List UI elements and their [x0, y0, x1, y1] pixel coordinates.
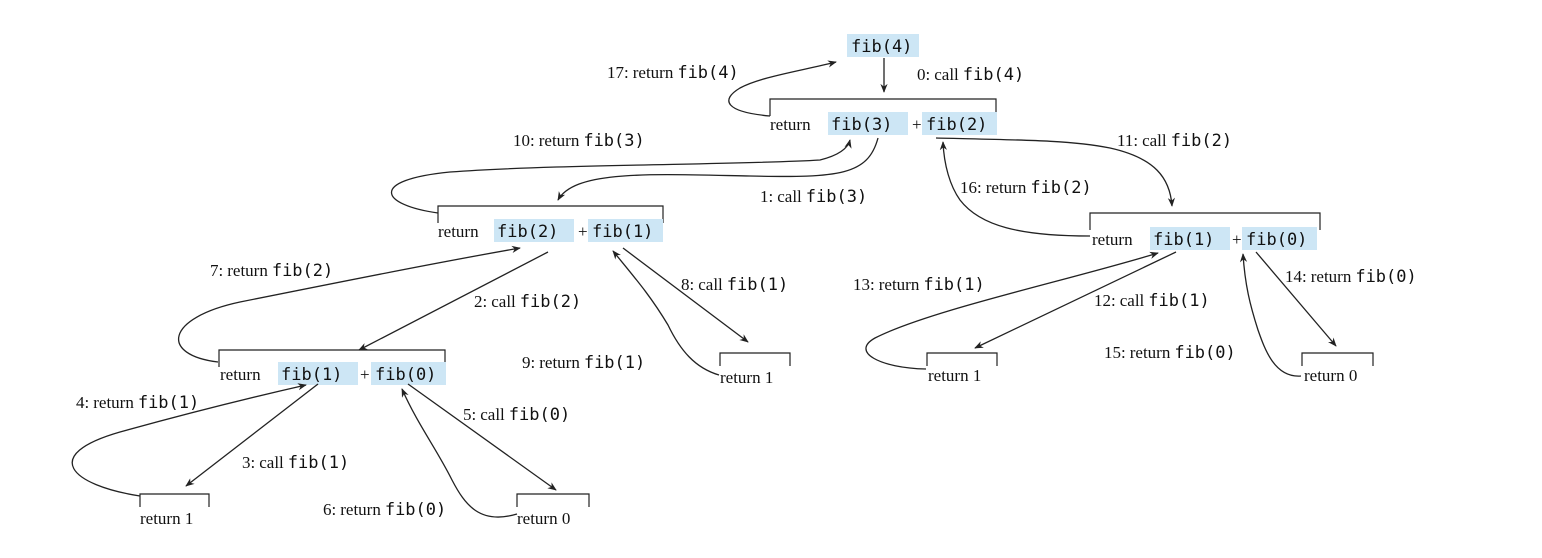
return-keyword: return	[770, 115, 811, 134]
return-keyword: return	[220, 365, 261, 384]
step-label: 5: call fib(0)	[463, 405, 570, 425]
operand-highlight	[828, 112, 908, 135]
arrow-step-11	[935, 137, 1176, 207]
leaf-node: return 0	[516, 493, 590, 528]
leaf-text: return 0	[1304, 366, 1357, 385]
step-label: 0: call fib(4)	[917, 65, 1024, 85]
arrow-step-14	[1255, 251, 1337, 347]
arrow-step-12	[974, 251, 1177, 349]
step-label: 4: return fib(1)	[76, 393, 199, 413]
step-label: 6: return fib(0)	[323, 500, 446, 520]
step-label: 10: return fib(3)	[513, 131, 645, 151]
step-label: 14: return fib(0)	[1285, 267, 1417, 287]
arrow-step-4	[71, 383, 307, 497]
operand-right: fib(0)	[375, 365, 436, 385]
arrow-step-3	[185, 383, 319, 487]
expression-bracket	[218, 349, 446, 367]
step-label: 8: call fib(1)	[681, 275, 788, 295]
leaf-node: return 1	[926, 352, 998, 385]
operand-highlight	[588, 219, 663, 242]
step-label: 2: call fib(2)	[474, 292, 581, 312]
operand-highlight	[371, 362, 446, 385]
arrow-step-8	[622, 247, 749, 343]
plus-operator: +	[912, 115, 922, 134]
arrow-step-10	[391, 139, 852, 214]
root-call-node: fib(4)	[847, 34, 919, 57]
arrows	[71, 58, 1337, 518]
operand-highlight	[1242, 227, 1317, 250]
step-label: 15: return fib(0)	[1104, 343, 1236, 363]
step-label: 7: return fib(2)	[210, 261, 333, 281]
arrow-step-15	[1239, 253, 1302, 377]
expression-node-fib3: return fib(2) + fib(1)	[437, 205, 664, 242]
step-label: 11: call fib(2)	[1117, 131, 1232, 151]
expression-bracket	[437, 205, 664, 223]
step-label: 1: call fib(3)	[760, 187, 867, 207]
arrow-step-17	[728, 60, 837, 117]
step-label: 12: call fib(1)	[1094, 291, 1210, 311]
leaf-node: return 1	[139, 493, 210, 528]
expression-bracket	[1089, 212, 1321, 230]
step-label: 13: return fib(1)	[853, 275, 985, 295]
leaf-text: return 1	[140, 509, 193, 528]
operand-left: fib(1)	[1153, 230, 1214, 250]
step-labels: 0: call fib(4) 1: call fib(3) 2: call fi…	[76, 63, 1417, 520]
leaf-text: return 0	[517, 509, 570, 528]
root-highlight	[847, 34, 919, 57]
return-keyword: return	[1092, 230, 1133, 249]
operand-highlight	[494, 219, 574, 242]
arrow-step-1	[557, 137, 879, 201]
arrow-step-7	[178, 245, 521, 363]
arrow-step-13	[865, 251, 1159, 370]
arrow-step-5	[407, 383, 557, 491]
plus-operator: +	[1232, 230, 1242, 249]
root-call-text: fib(4)	[851, 37, 912, 57]
leaf-text: return 1	[720, 368, 773, 387]
expression-node-fib2-right: return fib(1) + fib(0)	[1089, 212, 1321, 250]
leaf-node: return 0	[1301, 352, 1374, 385]
expression-node-fib2-left: return fib(1) + fib(0)	[218, 349, 446, 385]
expression-node-fib4: return fib(3) + fib(2)	[769, 98, 997, 135]
operand-highlight	[278, 362, 358, 385]
operand-right: fib(0)	[1246, 230, 1307, 250]
operand-right: fib(2)	[926, 115, 987, 135]
operand-left: fib(1)	[281, 365, 342, 385]
operand-right: fib(1)	[592, 222, 653, 242]
step-label: 17: return fib(4)	[607, 63, 739, 83]
operand-left: fib(2)	[497, 222, 558, 242]
return-keyword: return	[438, 222, 479, 241]
step-label: 3: call fib(1)	[242, 453, 349, 473]
plus-operator: +	[360, 365, 370, 384]
arrow-step-6	[401, 388, 518, 518]
operand-highlight	[1150, 227, 1230, 250]
leaf-node: return 1	[719, 352, 791, 387]
step-label: 16: return fib(2)	[960, 178, 1092, 198]
plus-operator: +	[578, 222, 588, 241]
operand-left: fib(3)	[831, 115, 892, 135]
arrow-step-16	[939, 141, 1091, 237]
arrow-step-2	[358, 251, 549, 351]
expression-bracket	[769, 98, 997, 116]
leaf-text: return 1	[928, 366, 981, 385]
step-label: 9: return fib(1)	[522, 353, 645, 373]
arrow-step-9	[612, 250, 720, 376]
operand-highlight	[922, 112, 997, 135]
